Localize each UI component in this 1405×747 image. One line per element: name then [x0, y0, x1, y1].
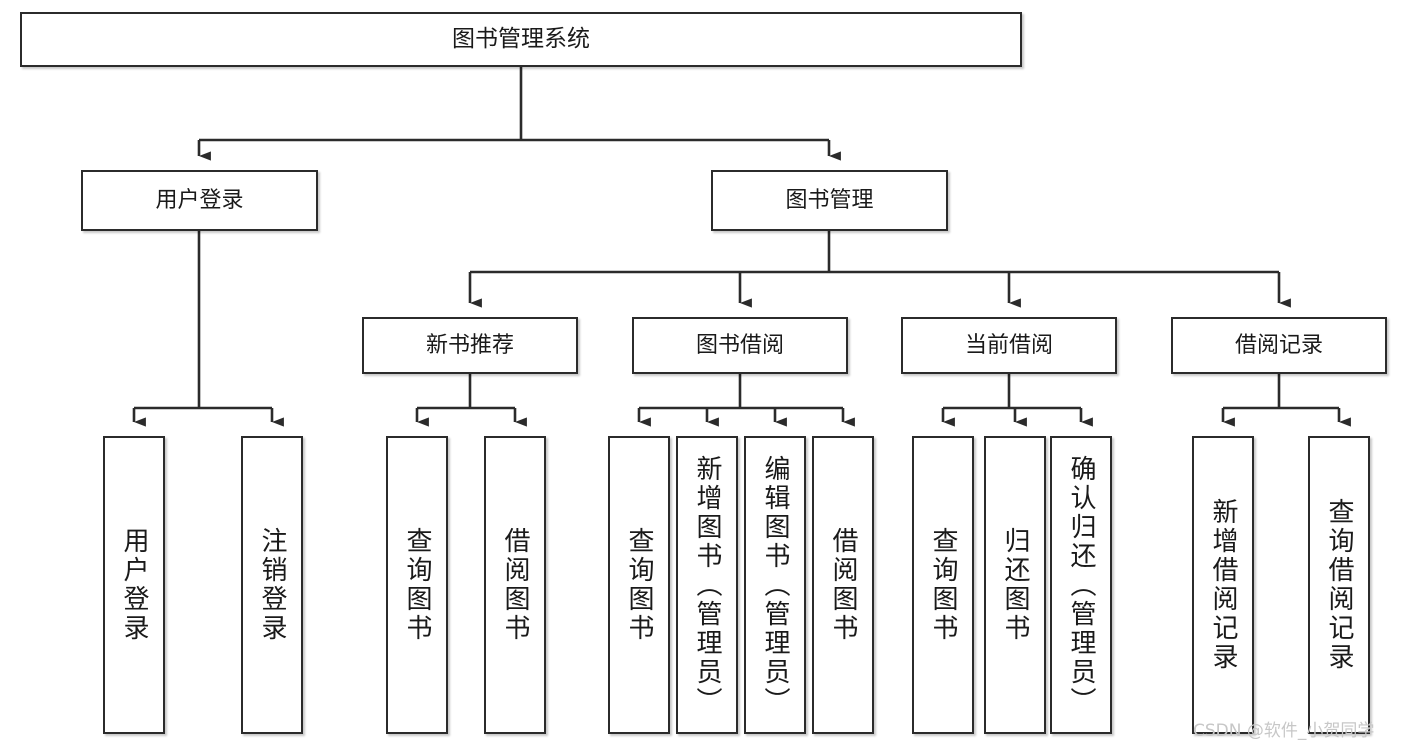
- node-user-login[interactable]: 用户登录: [81, 170, 318, 231]
- node-leaf-add-borrow-record[interactable]: 新增借阅记录: [1192, 436, 1254, 734]
- node-leaf-return-book[interactable]: 归还图书: [984, 436, 1046, 734]
- node-user-login-label: 用户登录: [155, 187, 244, 213]
- node-borrow-record-label: 借阅记录: [1234, 332, 1323, 358]
- node-leaf-borrow-book-1[interactable]: 借阅图书: [484, 436, 546, 734]
- node-borrow-record[interactable]: 借阅记录: [1171, 317, 1387, 374]
- node-leaf-user-login[interactable]: 用户登录: [103, 436, 165, 734]
- node-leaf-edit-book-admin-label: 编辑图书（管理员）: [760, 454, 790, 716]
- node-book-management-label: 图书管理: [785, 187, 874, 213]
- node-leaf-query-book-1[interactable]: 查询图书: [386, 436, 448, 734]
- node-new-book-recommend-label: 新书推荐: [425, 332, 514, 358]
- node-leaf-query-book-1-label: 查询图书: [402, 527, 432, 643]
- node-leaf-query-book-3[interactable]: 查询图书: [912, 436, 974, 734]
- node-leaf-borrow-book-2-label: 借阅图书: [828, 527, 858, 643]
- node-leaf-confirm-return-admin-label: 确认归还（管理员）: [1066, 454, 1096, 716]
- node-current-borrow-label: 当前借阅: [964, 332, 1053, 358]
- node-leaf-query-book-3-label: 查询图书: [928, 527, 958, 643]
- csdn-watermark: CSDN @软件_小贺同学: [1193, 721, 1375, 741]
- node-root[interactable]: 图书管理系统: [20, 12, 1022, 67]
- node-leaf-user-login-label: 用户登录: [119, 527, 149, 643]
- node-leaf-borrow-book-2[interactable]: 借阅图书: [812, 436, 874, 734]
- node-leaf-confirm-return-admin[interactable]: 确认归还（管理员）: [1050, 436, 1112, 734]
- node-leaf-edit-book-admin[interactable]: 编辑图书（管理员）: [744, 436, 806, 734]
- node-leaf-query-borrow-record-label: 查询借阅记录: [1324, 498, 1354, 672]
- node-current-borrow[interactable]: 当前借阅: [901, 317, 1117, 374]
- node-book-borrow-label: 图书借阅: [695, 332, 784, 358]
- node-leaf-query-borrow-record[interactable]: 查询借阅记录: [1308, 436, 1370, 734]
- node-leaf-add-book-admin[interactable]: 新增图书（管理员）: [676, 436, 738, 734]
- node-book-management[interactable]: 图书管理: [711, 170, 948, 231]
- node-leaf-borrow-book-1-label: 借阅图书: [500, 527, 530, 643]
- node-new-book-recommend[interactable]: 新书推荐: [362, 317, 578, 374]
- node-leaf-logout[interactable]: 注销登录: [241, 436, 303, 734]
- node-leaf-query-book-2-label: 查询图书: [624, 527, 654, 643]
- node-root-label: 图书管理系统: [452, 25, 590, 52]
- node-leaf-logout-label: 注销登录: [257, 527, 287, 643]
- node-leaf-return-book-label: 归还图书: [1000, 527, 1030, 643]
- node-book-borrow[interactable]: 图书借阅: [632, 317, 848, 374]
- node-leaf-add-book-admin-label: 新增图书（管理员）: [692, 454, 722, 716]
- node-leaf-add-borrow-record-label: 新增借阅记录: [1208, 498, 1238, 672]
- node-leaf-query-book-2[interactable]: 查询图书: [608, 436, 670, 734]
